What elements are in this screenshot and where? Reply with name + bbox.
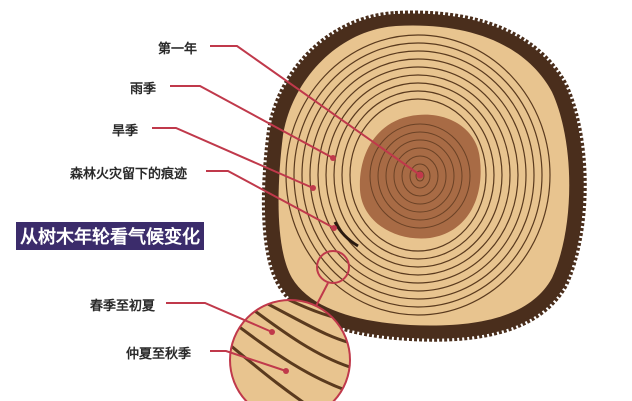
label-dry-season: 旱季: [112, 124, 139, 139]
label-fire-scar: 森林火灾留下的痕迹: [70, 167, 188, 182]
label-first-year: 第一年: [158, 42, 198, 57]
fire-scar: [333, 221, 359, 248]
magnify-marker: [316, 250, 350, 284]
leader-lines: [152, 45, 421, 372]
label-midsummer-autumn: 仲夏至秋季: [126, 347, 192, 362]
growth-rings: [285, 34, 551, 316]
label-spring-early-summer: 春季至初夏: [90, 299, 156, 314]
diagram-title: 从树木年轮看气候变化: [16, 222, 204, 250]
label-rainy-season: 雨季: [130, 82, 157, 97]
